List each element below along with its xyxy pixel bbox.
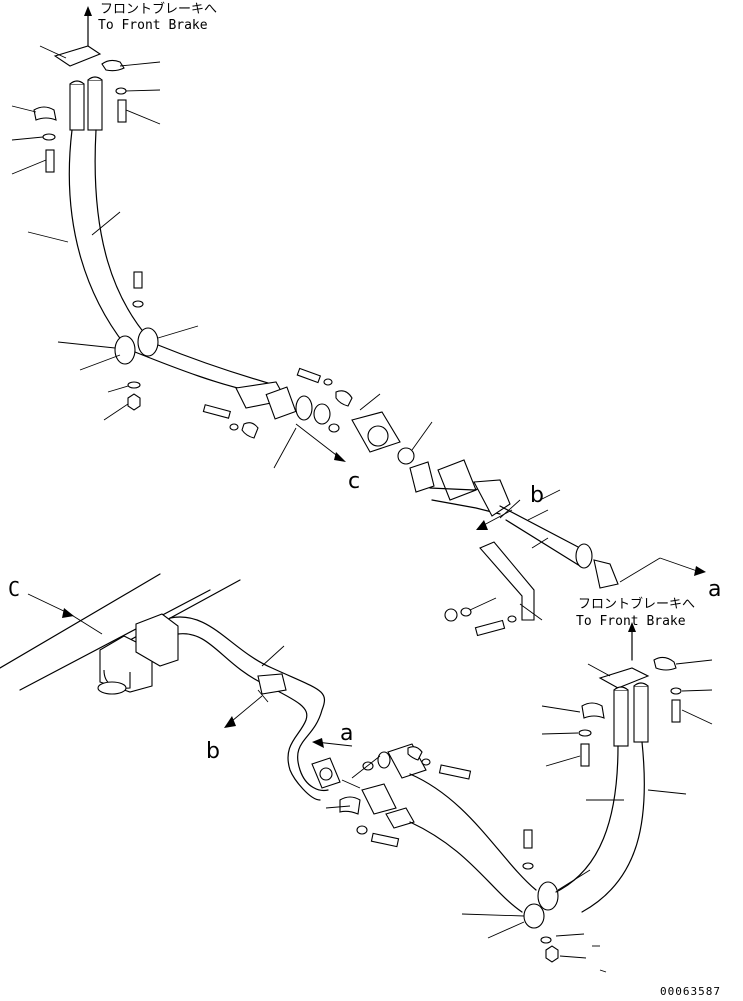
ref-c-upper: c	[348, 469, 360, 494]
to-front-brake-en-top: To Front Brake	[98, 18, 208, 33]
ref-a-upper: a	[708, 577, 721, 602]
drawing-number: 00063587	[660, 985, 721, 998]
upper-left-hose-assembly	[11, 6, 161, 346]
ref-c-lower: C	[8, 577, 20, 601]
arrow-a-upper-icon	[694, 566, 706, 576]
upper-mid-clamp	[57, 271, 199, 421]
lower-hose-assembly	[325, 743, 607, 973]
lower-right-brake-assembly	[541, 622, 713, 913]
arrow-up-right-icon	[628, 622, 636, 632]
ref-b-upper: b	[530, 483, 544, 508]
lower-frame-assembly	[0, 573, 361, 801]
arrow-C-lower-icon	[62, 608, 74, 618]
upper-pipe-assembly	[351, 393, 706, 637]
to-front-brake-en-right: To Front Brake	[576, 614, 686, 629]
to-front-brake-jp-right: フロントブレーキへ	[578, 596, 695, 612]
ref-b-lower: b	[206, 739, 220, 764]
to-front-brake-jp-top: フロントブレーキへ	[100, 1, 217, 17]
ref-a-lower: a	[340, 721, 353, 746]
arrow-up-icon	[84, 6, 92, 16]
arrow-b-lower-icon	[224, 716, 236, 728]
upper-hose-to-pipe	[134, 344, 353, 469]
arrow-a-lower-icon	[312, 738, 324, 748]
arrow-b-upper-icon	[476, 520, 488, 530]
arrow-c-icon	[334, 452, 346, 462]
